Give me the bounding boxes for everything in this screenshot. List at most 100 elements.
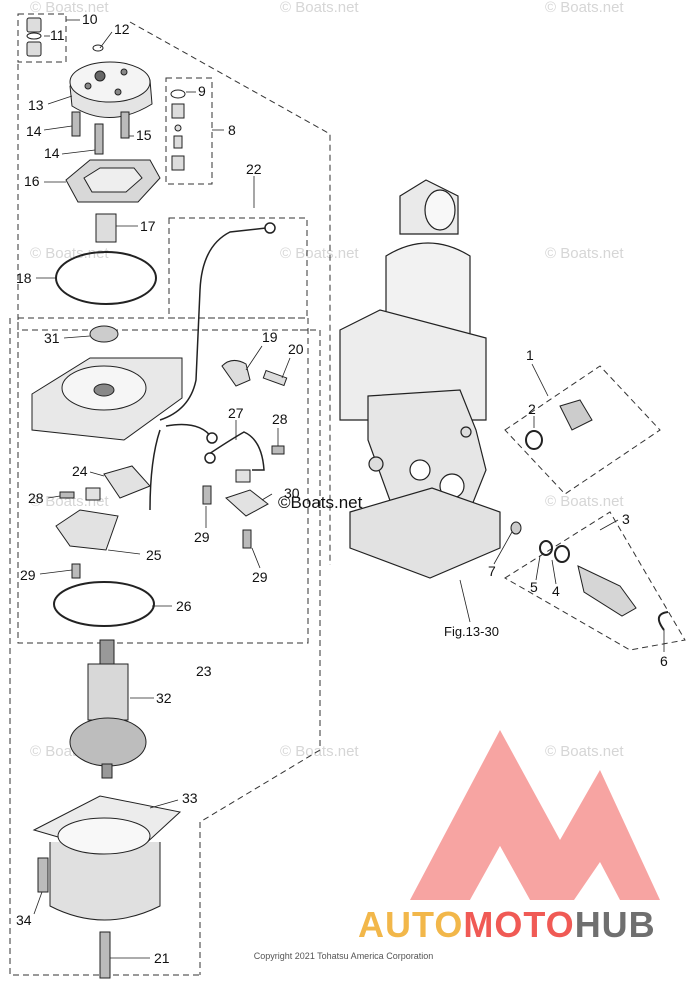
spring-icon: [173, 135, 183, 149]
spring-icon: [271, 445, 285, 455]
valve-parts: [26, 17, 42, 57]
motor-housing: [32, 795, 182, 921]
pump-port-icon: [83, 167, 143, 193]
plug-icon: [559, 399, 593, 431]
snap-ring-icon: [657, 611, 669, 631]
copyright-notice: Copyright 2021 Tohatsu America Corporati…: [253, 951, 434, 961]
brush-plate-icon: [55, 509, 119, 551]
ball-icon: [174, 124, 182, 132]
callout-32: 32: [156, 690, 172, 706]
brush-holder-icon: [103, 465, 151, 499]
leader-lines: [33, 19, 665, 959]
wire-icon: [149, 429, 161, 511]
cap-hole-icon: [94, 70, 106, 82]
cap-hole-icon: [114, 88, 122, 96]
callout-20: 20: [288, 341, 304, 357]
o-ring-icon: [525, 430, 543, 450]
group-box-23: [17, 317, 309, 644]
callout-14a: 14: [26, 123, 42, 139]
coupling-and-ring: [55, 213, 157, 305]
callout-29c: 29: [20, 567, 36, 583]
callout-5: 5: [530, 579, 538, 595]
brush-holder-icon: [225, 489, 269, 517]
screws-29: [71, 485, 252, 579]
callout-7: 7: [488, 563, 496, 579]
logo-mark-icon: [410, 730, 660, 900]
logo-part-auto: AUTO: [358, 904, 464, 945]
group-box-10: [17, 13, 67, 63]
plug-icon: [460, 426, 472, 438]
tilt-cylinder: [339, 179, 501, 579]
callout-2: 2: [528, 401, 536, 417]
watermark: © Boats.net: [30, 0, 109, 16]
screw-icon: [262, 369, 288, 387]
motor-end-cap: [31, 325, 183, 441]
o-ring-icon: [92, 44, 104, 52]
figure-reference: Fig.13-30: [444, 624, 499, 639]
callout-16: 16: [24, 173, 40, 189]
watermark: © Boats.net: [30, 245, 109, 262]
cylinder-eye-hole-icon: [424, 189, 456, 231]
valve-body-icon: [171, 155, 185, 171]
valve-assembly: [510, 399, 669, 631]
bolt-icon: [99, 931, 111, 979]
callout-14b: 14: [44, 145, 60, 161]
washer-icon: [510, 521, 522, 535]
wire-icon: [165, 423, 213, 439]
shaft-hole-icon: [93, 383, 115, 397]
watermark: © Boats.net: [545, 493, 624, 510]
watermarks: © Boats.net © Boats.net © Boats.net © Bo…: [30, 0, 624, 760]
callout-29b: 29: [252, 569, 268, 585]
group-box-22: [168, 217, 308, 319]
callout-28b: 28: [28, 490, 44, 506]
callout-21: 21: [154, 950, 170, 966]
plug-icon: [368, 456, 384, 472]
o-ring-icon: [53, 581, 155, 627]
callout-8: 8: [228, 122, 236, 138]
bolts-lower: [37, 857, 111, 979]
screw-icon: [242, 529, 252, 549]
watermark: © Boats.net: [280, 743, 359, 760]
logo-part-hub: HUB: [574, 904, 656, 945]
cap-hole-icon: [84, 82, 92, 90]
callout-22: 22: [246, 161, 262, 177]
bolt-icon: [94, 123, 104, 155]
wire-icon: [205, 431, 265, 471]
watermark: © Boats.net: [545, 743, 624, 760]
group-outlines: [9, 13, 686, 976]
outline-lower: [199, 329, 321, 975]
callout-24: 24: [72, 463, 88, 479]
port-icon: [409, 459, 431, 481]
watermark: © Boats.net: [545, 0, 624, 16]
o-ring-icon: [170, 89, 186, 99]
wire-harness: [149, 222, 276, 511]
callout-29a: 29: [194, 529, 210, 545]
outline-upper: [17, 64, 308, 331]
shaft-icon: [99, 639, 115, 665]
callout-12: 12: [114, 21, 130, 37]
callout-9: 9: [198, 83, 206, 99]
callout-26: 26: [176, 598, 192, 614]
callout-15: 15: [136, 127, 152, 143]
valve-icon: [26, 17, 42, 33]
outline-right: [129, 21, 331, 565]
logo-wordmark: AUTOMOTOHUB: [358, 904, 656, 946]
callout-27: 27: [228, 405, 244, 421]
callout-23: 23: [196, 663, 212, 679]
shaft-icon: [101, 763, 113, 779]
callout-34: 34: [16, 912, 32, 928]
bearing-icon: [89, 325, 119, 343]
callout-33: 33: [182, 790, 198, 806]
bolt-icon: [37, 857, 49, 893]
watermark: © Boats.net: [280, 0, 359, 16]
callout-1: 1: [526, 347, 534, 363]
housing-opening-icon: [57, 817, 151, 855]
commutator-icon: [87, 663, 129, 721]
brush-icon: [235, 469, 251, 483]
callout-3: 3: [622, 511, 630, 527]
valve-body-icon: [171, 103, 185, 119]
group-box-3: [504, 511, 686, 651]
o-ring-icon: [554, 545, 570, 563]
cap-top-icon: [69, 61, 151, 103]
